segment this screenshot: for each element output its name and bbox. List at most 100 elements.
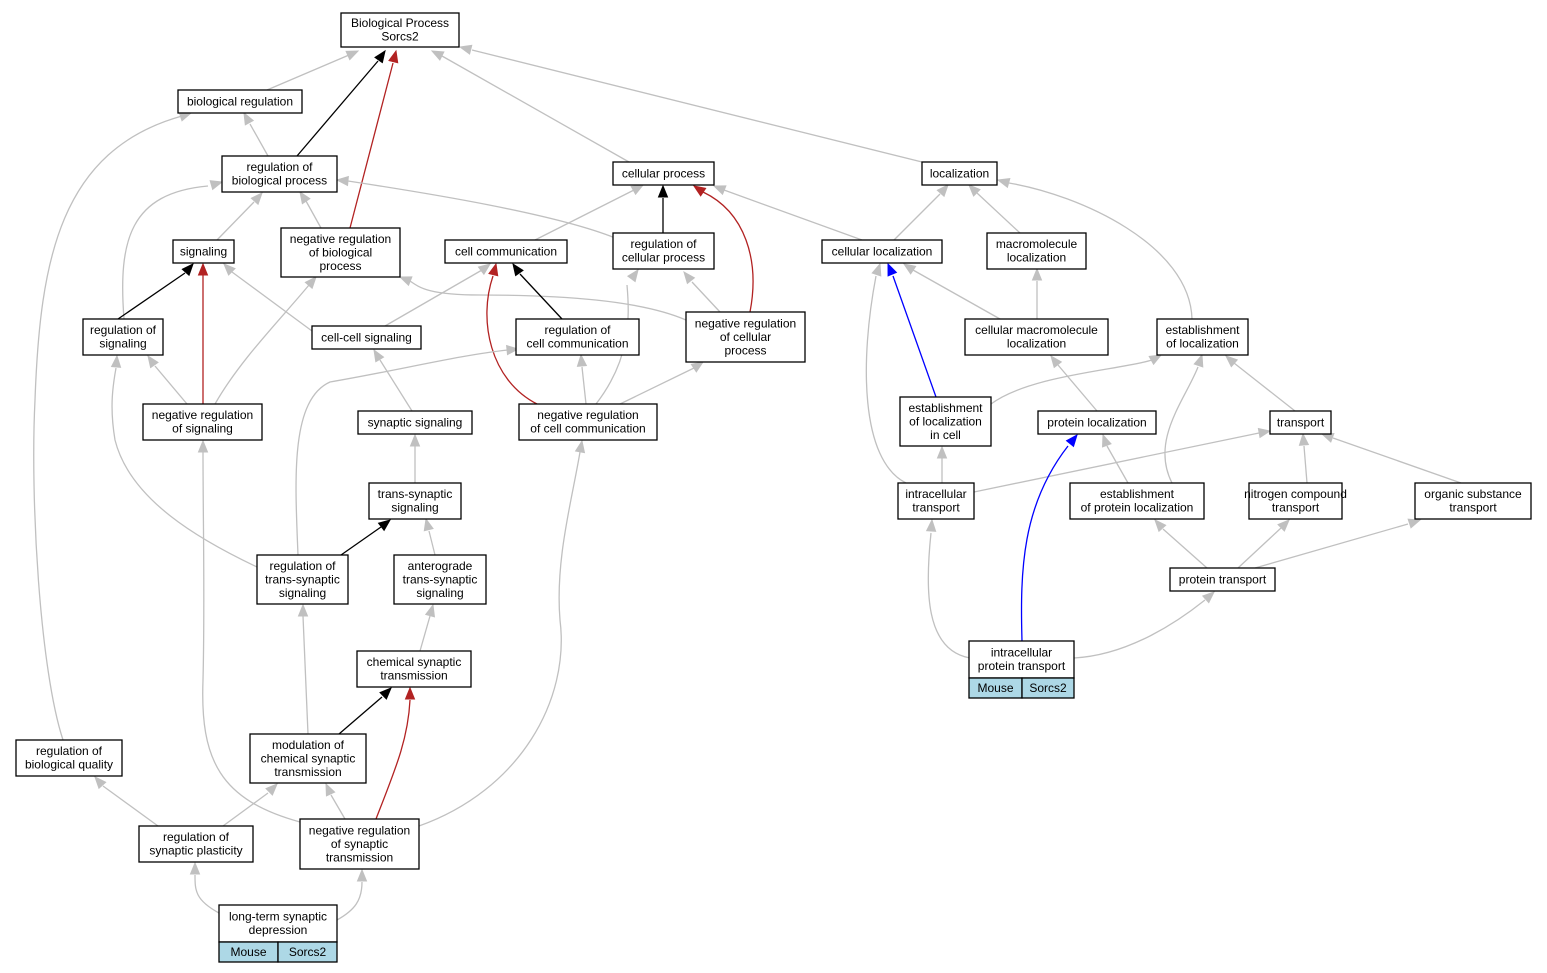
node-label-line: signaling [416,586,463,600]
node-label-line: transport [1272,501,1320,515]
arrowhead [576,353,588,367]
arrowhead [1065,433,1078,448]
node-signaling[interactable]: signaling [172,239,235,264]
node-protloc[interactable]: protein localization [1037,410,1157,435]
edge-negregcc-regcc [576,353,588,405]
node-label-line: of localization [909,414,982,428]
node-label-line: chemical synaptic [261,751,356,765]
node-label-line: Biological Process [351,16,449,30]
node-prottrans[interactable]: protein transport [1169,567,1276,592]
node-label-line: negative regulation [695,316,796,330]
arrowhead [94,776,107,790]
edge-negregsyn-chemsyn [375,686,416,820]
node-label-line: transmission [380,669,447,683]
arrowhead [377,519,392,532]
arrowhead [373,348,385,363]
node-transport[interactable]: transport [1269,410,1332,435]
edge-prottrans-organic [1254,518,1422,569]
edge-loc-bp [458,44,923,163]
edge-nitro-transport [1298,432,1310,484]
node-label-line: localization [930,166,989,180]
arrowhead [209,180,224,191]
node-label-line: protein localization [1047,415,1146,429]
edge-cellproc-bp [430,50,630,163]
edge-intrprot-prottrans [1073,591,1215,659]
arrowhead [488,262,499,277]
arrowhead [1201,591,1215,604]
edge-regsp-regbq [94,776,159,827]
edge-intrprot-intrtrans [925,518,971,659]
edge-cellloc-cellproc [712,185,863,241]
arrowhead [1298,432,1310,446]
edge-ltd-negregsyn [336,868,368,921]
node-label-line: anterograde [408,559,473,573]
edge-cmacroloc-cellloc [902,263,1001,320]
edge-ccsig-cellcomm [384,263,492,327]
node-label-line: regulation of [90,323,157,337]
node-cellproc[interactable]: cellular process [612,161,715,186]
node-label-line: trans-synaptic [378,487,453,501]
node-label-line: transmission [274,765,341,779]
arrowhead [110,354,122,368]
arrowhead [197,439,209,453]
arrowhead [683,270,696,285]
node-label-line: signaling [391,501,438,515]
node-label-line: of synaptic [331,837,388,851]
arrowhead [630,184,645,196]
edge-organic-transport [1320,433,1462,484]
node-synsig[interactable]: synaptic signaling [357,410,473,435]
gene-cell [277,941,338,963]
edge-intrprot-protloc [1020,433,1078,642]
node-label-line: negative regulation [537,408,638,422]
node-cellloc[interactable]: cellular localization [821,239,943,264]
node-label-line: cellular process [622,251,705,265]
arrowhead [243,111,255,126]
edge-negregcc-negregcp [619,361,705,405]
node-label-line: nitrogen compound [1244,487,1347,501]
arrowhead [430,50,445,61]
edge-negregcc-cellcomm [486,262,538,405]
node-bioreg[interactable]: biological regulation [177,89,303,114]
node-label-line: process [319,259,361,273]
node-label-line: of protein localization [1081,501,1194,515]
arrowhead [574,439,586,454]
node-loc[interactable]: localization [921,161,998,186]
gene-label: Sorcs2 [289,945,327,959]
node-cellcomm[interactable]: cell communication [444,239,568,264]
node-ccsig[interactable]: cell-cell signaling [311,325,422,350]
node-label-line: cell-cell signaling [321,330,412,344]
edge-regbp-bioreg [243,111,269,157]
edge-synsig-ccsig [373,348,413,412]
node-label-line: transport [1449,501,1497,515]
arrowhead [297,603,309,617]
node-label-line: negative regulation [290,232,391,246]
edge-cellloc-loc [893,184,949,241]
